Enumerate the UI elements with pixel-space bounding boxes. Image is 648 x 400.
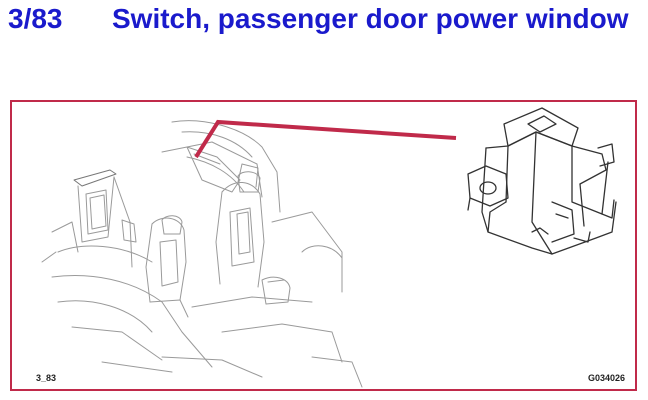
car-interior-illustration-icon bbox=[41, 120, 363, 388]
window-switch-illustration-icon bbox=[467, 107, 617, 255]
leader-line bbox=[194, 119, 457, 159]
figure-ref-code: G034026 bbox=[587, 373, 625, 383]
illustration bbox=[41, 107, 617, 388]
figure-id-label: 3_83 bbox=[36, 373, 57, 383]
illustration-frame: 3_83 G034026 bbox=[10, 100, 637, 391]
section-code: 3/83 bbox=[8, 3, 63, 34]
page-title: Switch, passenger door power window bbox=[112, 3, 629, 34]
